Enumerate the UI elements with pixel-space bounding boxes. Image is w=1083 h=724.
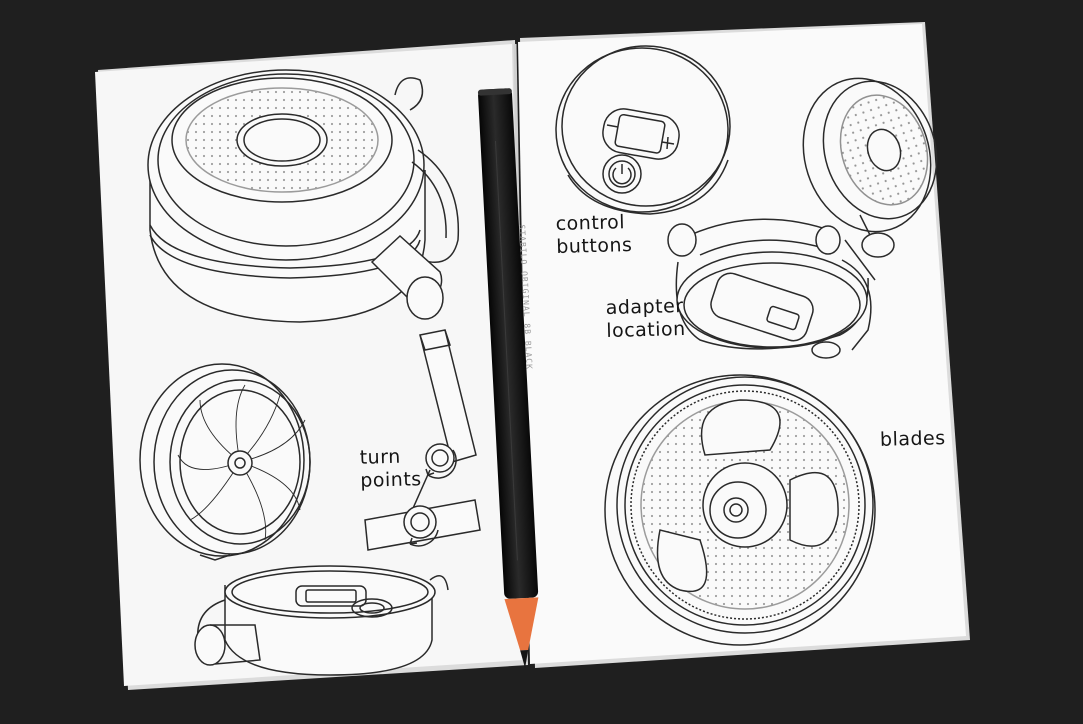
sketch-fan-tilted [667, 77, 938, 281]
label-adapter-location: adapter location [605, 295, 686, 343]
sketch-blades [604, 374, 876, 646]
sketch-fan-front-view [139, 363, 311, 561]
sketch-turn-points [364, 329, 481, 551]
label-turn-points: turn points [359, 445, 422, 492]
label-control-buttons: control buttons [555, 211, 633, 258]
sketch-adapter-location [675, 251, 872, 359]
sketch-fan-top-view [147, 69, 460, 323]
label-blades: blades [879, 427, 946, 451]
sketches [139, 45, 938, 676]
sketch-base [194, 565, 449, 676]
pencil [477, 88, 539, 669]
sketch-control-buttons [555, 45, 731, 215]
